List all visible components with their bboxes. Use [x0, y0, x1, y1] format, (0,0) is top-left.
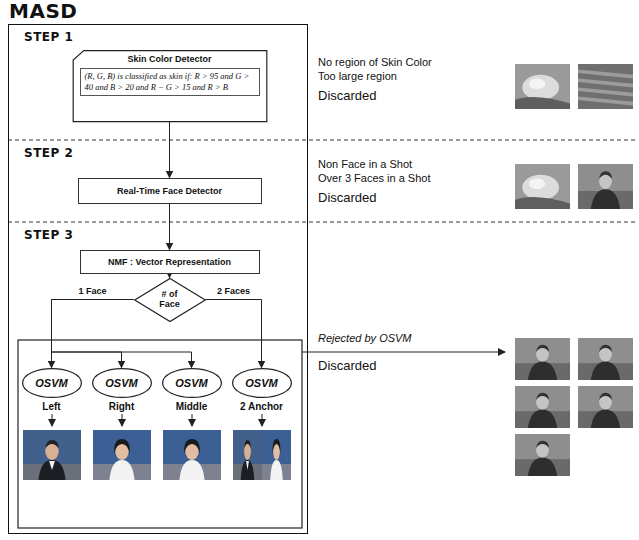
result-arrow	[52, 414, 53, 426]
edge-label: 2 Faces	[215, 286, 252, 296]
osvm-ellipse: OSVMLeft	[22, 368, 82, 398]
class-label: Left	[2, 401, 102, 412]
note-label: Rejected by OSVM	[318, 332, 412, 344]
class-label: 2 Anchor	[212, 401, 312, 412]
osvm-ellipse: OSVMMiddle	[162, 368, 222, 398]
status-label: Discarded	[318, 88, 377, 103]
skin-rule: (R, G, B) is classified as skin if: R > …	[80, 68, 260, 97]
discarded-image	[578, 338, 633, 380]
osvm-ellipse: OSVMRight	[92, 368, 152, 398]
edge-label: 1 Face	[76, 286, 108, 296]
result-arrow	[192, 414, 193, 426]
discarded-image	[515, 386, 570, 428]
step-label: STEP 2	[24, 146, 73, 160]
status-label: Discarded	[318, 358, 377, 373]
reject-arrow	[302, 352, 505, 353]
result-arrow	[122, 414, 123, 426]
note-label: Over 3 Faces in a Shot	[318, 172, 431, 184]
discarded-image	[578, 164, 633, 209]
process-box: Real-Time Face Detector	[78, 178, 262, 204]
step-label: STEP 1	[24, 30, 73, 44]
box-heading: Skin Color Detector	[80, 54, 260, 64]
anchor-image	[93, 430, 151, 480]
ellipse-outline	[22, 368, 81, 397]
discarded-image	[578, 64, 633, 109]
note-label: Too large region	[318, 70, 397, 82]
diamond-outline	[134, 278, 205, 321]
step-divider	[8, 140, 636, 141]
discarded-image	[515, 164, 570, 209]
ellipse-outline	[92, 368, 151, 397]
ellipse-outline	[162, 368, 221, 397]
class-label: Right	[72, 401, 172, 412]
decision-diamond: # of Face	[134, 278, 206, 322]
step-label: STEP 3	[24, 228, 73, 242]
two-anchor-image	[233, 430, 291, 480]
ellipse-label: OSVM	[175, 377, 207, 389]
class-label: Middle	[142, 401, 242, 412]
connector	[52, 300, 134, 368]
osvm-group-box	[18, 340, 302, 528]
box-label: Real-Time Face Detector	[117, 186, 222, 196]
diamond-label: # of Face	[153, 290, 187, 310]
discarded-image	[515, 64, 570, 109]
anchor-image	[23, 430, 81, 480]
note-label: No region of Skin Color	[318, 56, 432, 68]
ellipse-label: OSVM	[35, 377, 67, 389]
detector-box: Skin Color Detector (R, G, B) is classifi…	[72, 50, 268, 122]
box-label: NMF : Vector Representation	[108, 257, 231, 267]
status-label: Discarded	[318, 190, 377, 205]
diagram-heading: MASD	[9, 0, 77, 23]
connector	[169, 274, 170, 278]
process-box: NMF : Vector Representation	[80, 250, 260, 274]
anchor-image	[163, 430, 221, 480]
masd-frame: MASDSkin Color Detector(R, G, B) is clas…	[8, 24, 308, 534]
ellipse-label: OSVM	[245, 377, 277, 389]
result-arrow	[262, 414, 263, 426]
connector	[206, 300, 262, 368]
discarded-image	[515, 434, 570, 476]
connector	[169, 204, 170, 250]
connector	[169, 122, 170, 178]
ellipse-outline	[232, 368, 291, 397]
box-outline	[73, 50, 267, 121]
note-label: Non Face in a Shot	[318, 158, 412, 170]
discarded-image	[578, 386, 633, 428]
ellipse-label: OSVM	[105, 377, 137, 389]
osvm-ellipse: OSVM2 Anchor	[232, 368, 292, 398]
connector	[52, 300, 134, 368]
step-divider	[8, 222, 636, 223]
discarded-image	[515, 338, 570, 380]
